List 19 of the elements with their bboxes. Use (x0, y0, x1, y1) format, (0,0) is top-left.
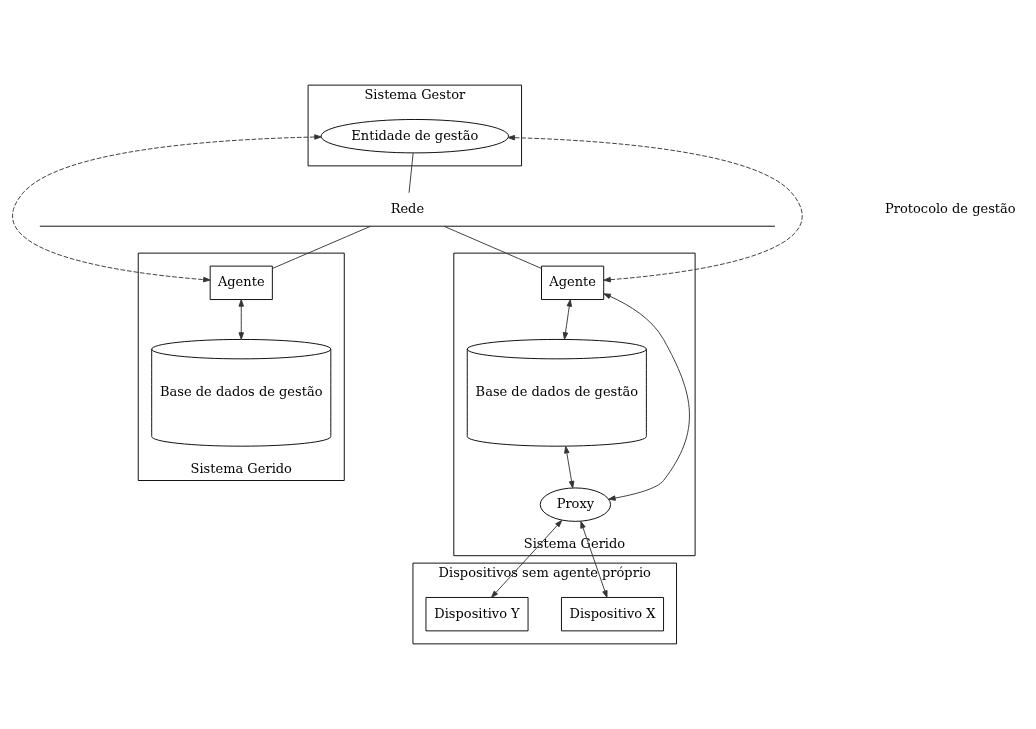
arrow (12, 134, 322, 283)
arrow (580, 521, 608, 598)
node-ellipse: Proxy (539, 487, 611, 522)
node-text: Rede (390, 200, 425, 216)
arrow (491, 520, 563, 598)
node-ellipse: Entidade de gestão (320, 119, 509, 154)
label: Protocolo de gestão (885, 200, 1016, 216)
arrow (507, 134, 803, 283)
node-box: Dispositivo X (561, 597, 664, 632)
node-box: Dispositivo Y (425, 597, 529, 632)
node-box: Agente (541, 265, 605, 300)
connector (271, 225, 371, 269)
arrow (238, 299, 244, 340)
arrow (564, 446, 575, 489)
node-box: Agente (209, 265, 273, 300)
connector (443, 225, 542, 269)
connector (408, 152, 414, 194)
arrow (562, 299, 573, 340)
arrow (603, 293, 690, 501)
